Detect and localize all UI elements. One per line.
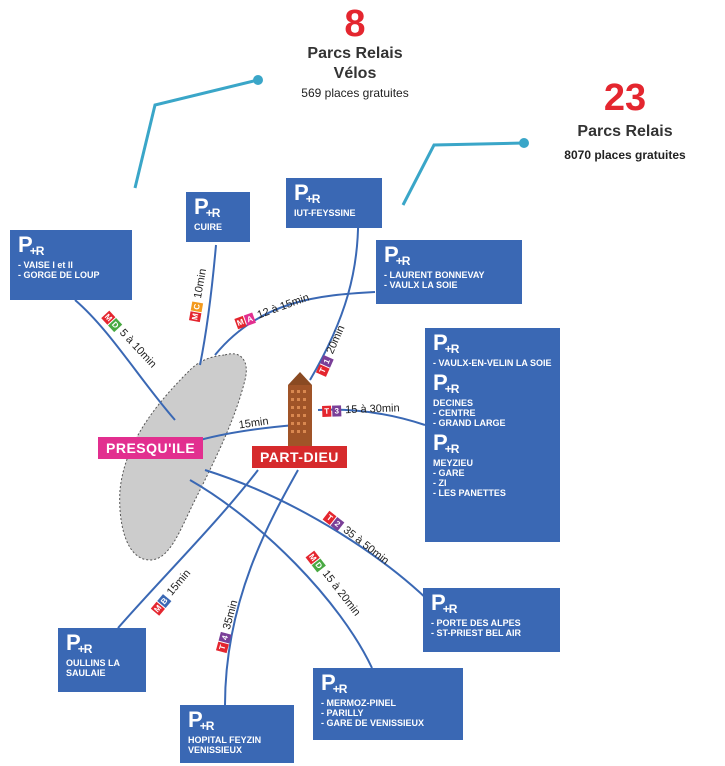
line-t4 — [224, 469, 299, 706]
line-cuire — [199, 244, 217, 366]
stat-velos: 8 Parcs Relais Vélos 569 places gratuite… — [255, 4, 455, 102]
stat-relais: 23 Parcs Relais 8070 places gratuites — [530, 78, 720, 164]
pr-vaise-items: VAISE I et IIGORGE DE LOUP — [18, 260, 124, 280]
pr-laurent[interactable]: P+R LAURENT BONNEVAYVAULX LA SOIE — [376, 240, 522, 304]
pr-porte[interactable]: P+R PORTE DES ALPESST-PRIEST BEL AIR — [423, 588, 560, 652]
hub-partdieu[interactable]: PART-DIEU — [252, 446, 347, 468]
line-mb — [117, 469, 259, 629]
stat-relais-label: Parcs Relais — [577, 123, 673, 140]
stat-velos-label2: Vélos — [333, 65, 377, 82]
pointer-dot-velos — [253, 75, 263, 85]
stat-velos-number: 8 — [344, 3, 366, 45]
pointer-dot-relais — [519, 138, 529, 148]
line-presqu-partdieu — [199, 424, 296, 441]
line-t2 — [204, 469, 441, 613]
pr-iut[interactable]: P+R IUT-FEYSSINE — [286, 178, 382, 228]
stat-velos-label: Parcs Relais — [307, 45, 403, 62]
pr-east-group[interactable]: P+R VAULX-EN-VELIN LA SOIE P+R DECINES C… — [425, 328, 560, 542]
hub-presquile[interactable]: PRESQU'ILE — [98, 437, 204, 459]
pointer-relais — [401, 141, 525, 206]
stat-velos-sub: 569 places gratuites — [301, 86, 409, 100]
pr-vaise[interactable]: P+R VAISE I et IIGORGE DE LOUP — [10, 230, 132, 300]
pointer-velos — [133, 78, 259, 189]
pr-cuire[interactable]: P+R CUIRE — [186, 192, 250, 242]
pr-oullins[interactable]: P+R OULLINS LA SAULAIE — [58, 628, 146, 692]
stat-relais-number: 23 — [603, 77, 647, 119]
pr-mermoz[interactable]: P+R MERMOZ-PINELPARILLYGARE DE VENISSIEU… — [313, 668, 463, 740]
line-vaise — [74, 299, 176, 421]
pr-hopital[interactable]: P+R HOPITAL FEYZIN VENISSIEUX — [180, 705, 294, 763]
stat-relais-sub: 8070 places gratuites — [564, 148, 686, 162]
line-laurent — [214, 291, 376, 356]
line-md — [189, 479, 373, 669]
partdieu-tower — [288, 372, 312, 447]
